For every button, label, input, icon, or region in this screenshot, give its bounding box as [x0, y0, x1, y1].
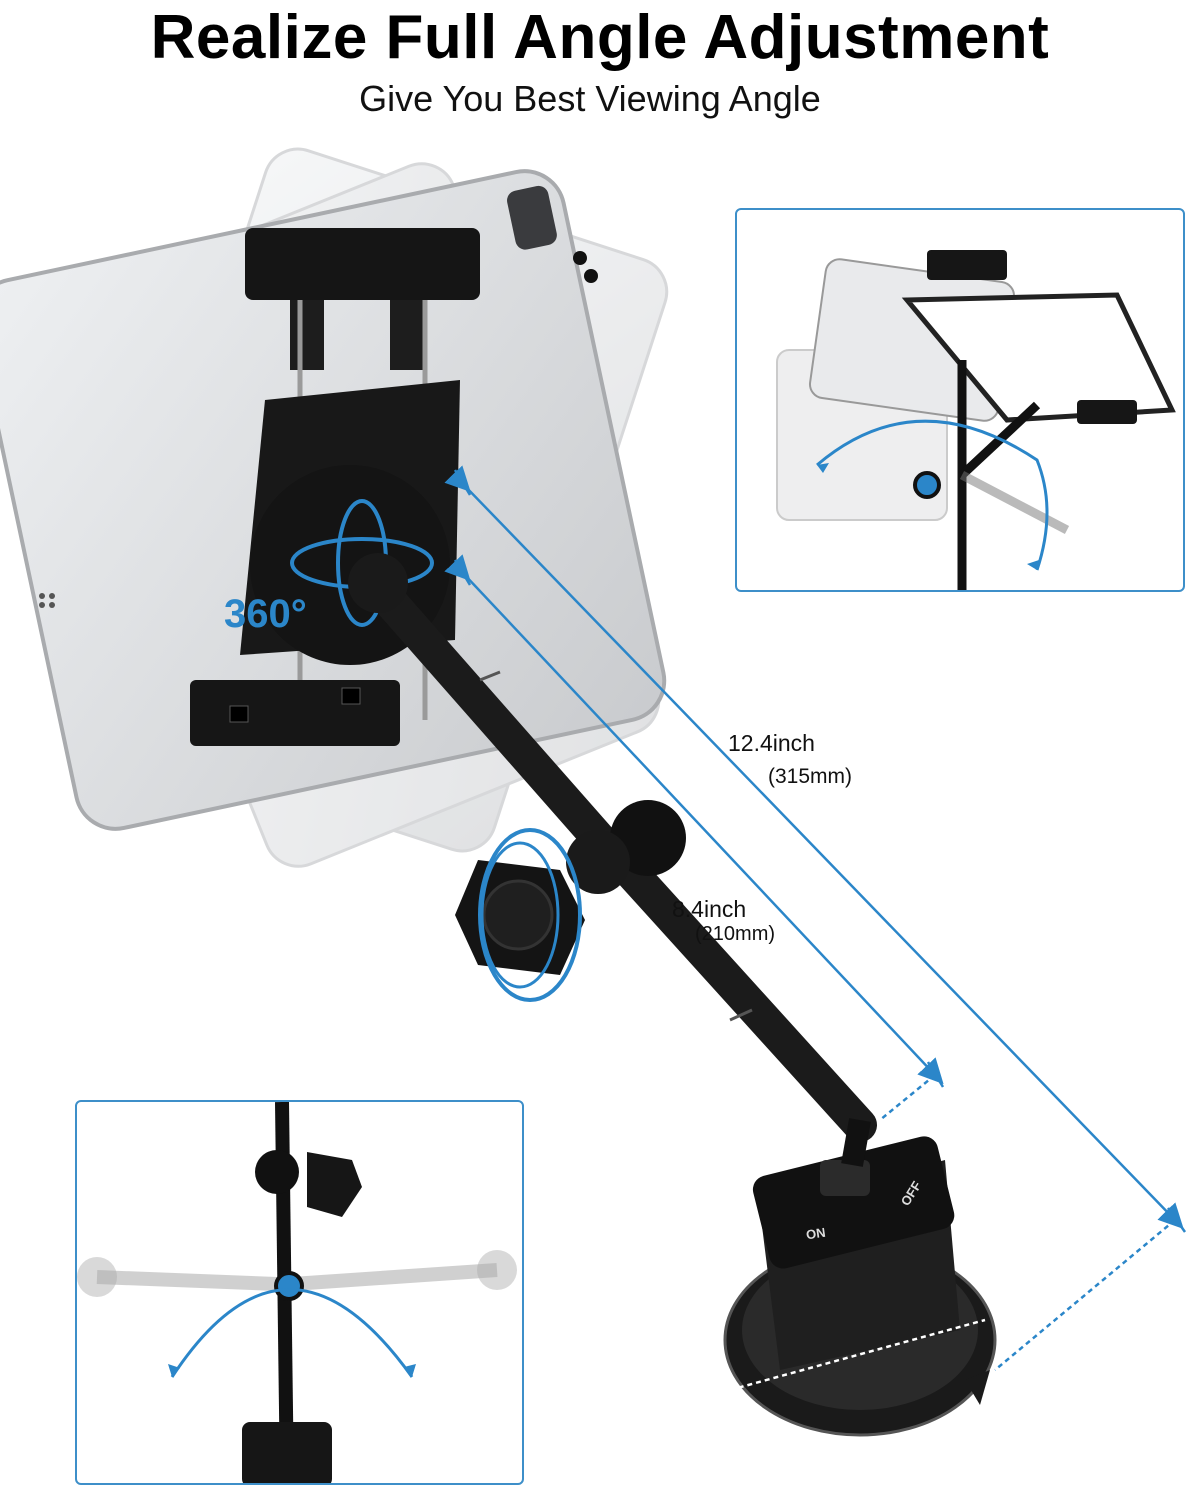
- lower-arm-length-mm-label: (210mm): [695, 923, 776, 945]
- lower-arm-length-label: 8.4inch: [672, 896, 747, 922]
- switch-on-label: ON: [805, 1224, 827, 1243]
- arm-length-mm-label: (315mm): [768, 765, 853, 788]
- dimension-lines: [444, 465, 1187, 1392]
- swivel-adjust-illustration: [77, 1102, 517, 1483]
- knob-rotate-icon: [455, 828, 585, 1002]
- page-subtitle: Give You Best Viewing Angle: [359, 78, 821, 119]
- arm-length-label: 12.4inch: [728, 730, 815, 756]
- inset-swivel-view: [75, 1100, 524, 1485]
- tilt-adjust-illustration: [776, 250, 1176, 590]
- inset-tilt-view: [735, 208, 1185, 592]
- suction-cup-base: [723, 1118, 997, 1437]
- page-title: Realize Full Angle Adjustment: [150, 3, 1050, 72]
- rotation-360-label: 360°: [224, 592, 307, 636]
